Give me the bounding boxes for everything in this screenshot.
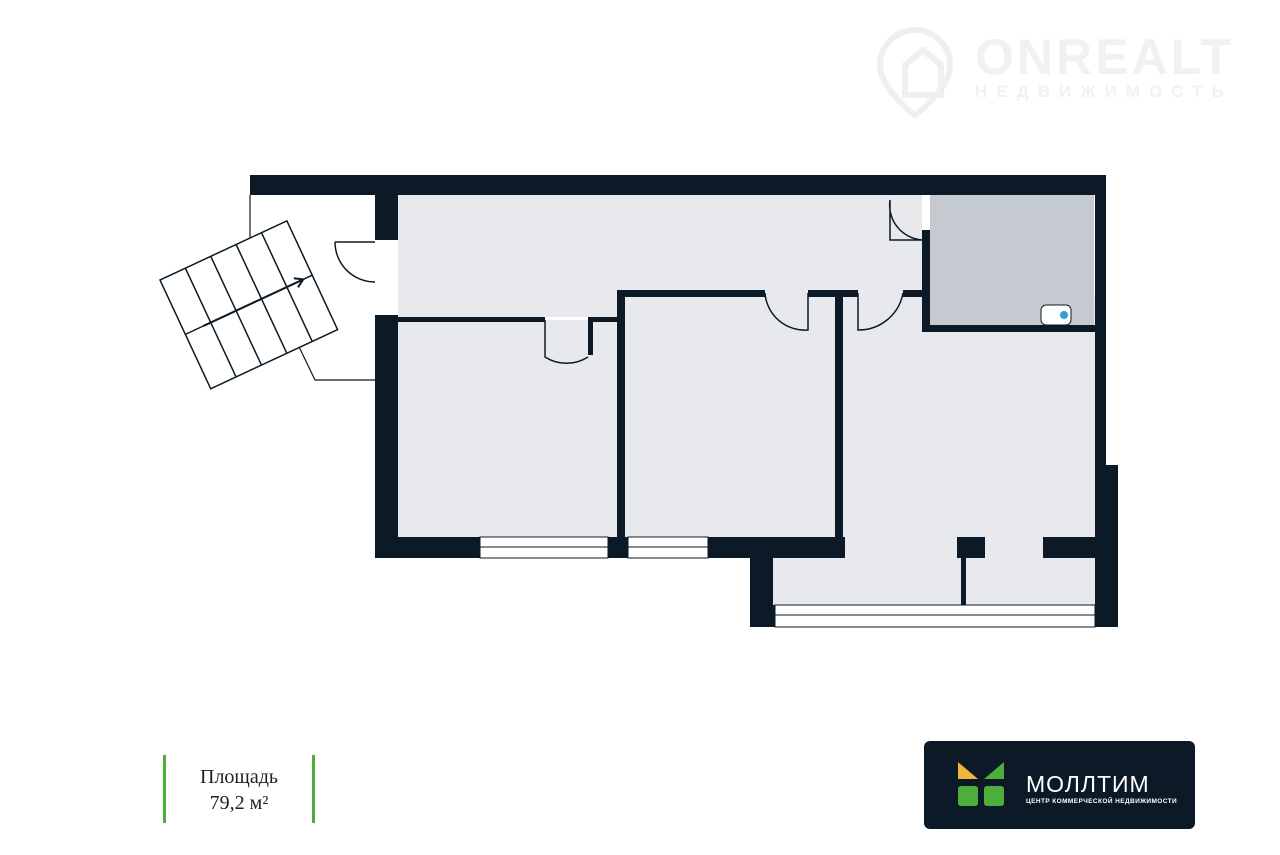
area-title: Площадь: [200, 766, 278, 788]
area-value: 79,2 м²: [209, 792, 269, 814]
molltim-logo: МОЛЛТИМ ЦЕНТР КОММЕРЧЕСКОЙ НЕДВИЖИМОСТИ: [924, 741, 1195, 829]
watermark-pin-icon: [876, 26, 954, 119]
watermark-title: ONREALT: [975, 29, 1234, 85]
room-1: [398, 320, 617, 537]
molltim-logo-icon: [958, 762, 1004, 806]
onrealt-watermark: ONREALT НЕДВИЖИМОСТЬ: [975, 32, 1234, 102]
room-3-annex: [773, 558, 1095, 605]
area-label: Площадь 79,2 м²: [163, 755, 315, 823]
room-2: [625, 297, 835, 537]
staircase: [159, 219, 339, 390]
doors: [334, 199, 923, 364]
brand-name: МОЛЛТИМ: [1026, 771, 1150, 797]
watermark-subtitle: НЕДВИЖИМОСТЬ: [975, 82, 1233, 101]
walls: [250, 175, 1118, 627]
windows: [479, 536, 1096, 628]
sink-icon: [1040, 304, 1072, 326]
brand-tagline: ЦЕНТР КОММЕРЧЕСКОЙ НЕДВИЖИМОСТИ: [1026, 798, 1178, 805]
